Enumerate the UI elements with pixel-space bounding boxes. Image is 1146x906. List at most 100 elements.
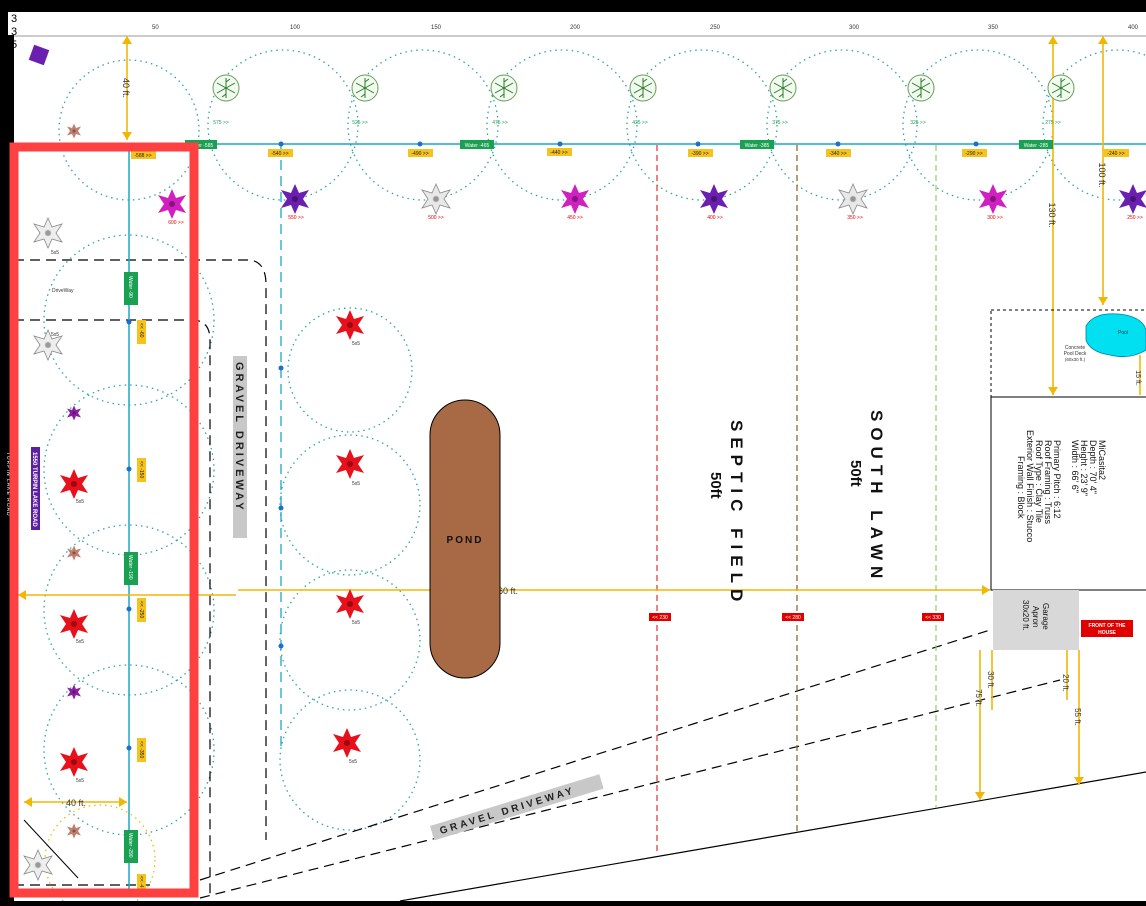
sprinkler-head[interactable]	[126, 466, 132, 472]
zone-tag[interactable]	[268, 149, 293, 157]
water-tag[interactable]	[1019, 140, 1053, 149]
sprinkler-head[interactable]	[973, 141, 979, 147]
house-spec-framing: Framing : Block	[1016, 456, 1026, 519]
plant-number: 400 >>	[707, 215, 723, 221]
tree-icon[interactable]	[490, 74, 518, 102]
zone-tag[interactable]	[137, 458, 146, 482]
coverage-number: 325 >>	[910, 120, 926, 126]
sprinkler-head[interactable]	[278, 643, 284, 649]
dim-label-75: 75 ft.	[974, 689, 983, 707]
red-zone-tag[interactable]	[782, 613, 804, 621]
arrowhead	[18, 590, 26, 600]
house-spec-pitch: Primary Pitch : 6:12	[1052, 440, 1062, 519]
zone-tag-label: << -350	[138, 741, 144, 758]
dim-label-15: 15 ft.	[1134, 370, 1141, 386]
garage-apron-label: Garage Apron 30x20 ft.	[1021, 600, 1050, 631]
sprinkler-head[interactable]	[126, 606, 132, 612]
tree-icon[interactable]	[1047, 74, 1075, 102]
garage-label-2: Apron	[1031, 606, 1040, 627]
zone-tag[interactable]	[408, 149, 433, 157]
zone-tag[interactable]	[1104, 149, 1129, 157]
plant-number: 350 >>	[847, 215, 863, 221]
garage-apron[interactable]	[993, 590, 1079, 650]
house-footprint[interactable]	[990, 396, 1146, 591]
zone-tag[interactable]	[962, 149, 987, 157]
house-spec-width: Width : 66' 6"	[1070, 440, 1080, 493]
sprinkler-head[interactable]	[278, 141, 284, 147]
yellow-tags-vertical: << -60 << -150 << -250 << -350 << -4	[137, 320, 146, 890]
house-spec-height: Height : 23' 9"	[1079, 440, 1089, 496]
zone-tag-label: -490 >>	[411, 151, 428, 157]
zone-tag[interactable]	[137, 320, 146, 344]
pond-shape[interactable]	[429, 399, 501, 679]
garage-label-1: Garage	[1041, 603, 1050, 630]
pool-shape[interactable]	[1085, 313, 1146, 358]
zone-tag[interactable]	[547, 148, 572, 156]
tree-icon[interactable]	[769, 74, 797, 102]
sprinkler-head[interactable]	[278, 505, 284, 511]
ruler-tick: 300	[849, 25, 860, 31]
zone-tag[interactable]	[826, 149, 851, 157]
water-tag[interactable]	[185, 140, 217, 149]
plant-number: 300 >>	[987, 215, 1003, 221]
water-tag-label: Water -285	[1024, 143, 1049, 149]
water-tag-label: Water -385	[745, 143, 770, 149]
driveway-diag-upper	[199, 629, 991, 881]
dim-label-55: 55 ft.	[1073, 708, 1082, 726]
water-tag-label: Water -290	[127, 833, 133, 858]
water-tag[interactable]	[124, 830, 138, 863]
sprinkler-head[interactable]	[126, 745, 132, 751]
sprinkler-head[interactable]	[126, 319, 132, 325]
zone-tag[interactable]	[137, 598, 146, 622]
arrowhead	[122, 36, 132, 44]
red-zone-tag[interactable]	[649, 613, 671, 621]
ruler-tick: 50	[152, 25, 159, 31]
house-spec-roof-type: Roof Type : Clay Tile	[1034, 440, 1044, 523]
plant-number: 450 >>	[567, 215, 583, 221]
zone-tag-label: -440 >>	[550, 150, 567, 156]
house-spec-roof-framing: Roof Framing : Truss	[1043, 440, 1053, 525]
red-zone-tag[interactable]	[922, 613, 944, 621]
tree-icon[interactable]	[212, 74, 240, 102]
shrub-size-label: 5x5	[352, 341, 360, 347]
zone-tag[interactable]	[688, 149, 713, 157]
selection-highlight-box[interactable]	[9, 142, 199, 898]
water-tag-label: Water -90	[127, 276, 133, 298]
coverage-circle	[1042, 49, 1146, 201]
corner-diagonal	[23, 819, 79, 879]
sprinkler-head[interactable]	[278, 365, 284, 371]
sprinkler-head[interactable]	[695, 141, 701, 147]
trees	[212, 74, 1075, 102]
pond-label: POND	[447, 535, 484, 546]
tree-icon[interactable]	[907, 74, 935, 102]
sprinkler-head[interactable]	[835, 141, 841, 147]
house-spec-depth: Depth : 70' 4"	[1088, 440, 1098, 494]
zone-tag[interactable]	[131, 151, 156, 159]
zone-tag[interactable]	[137, 874, 146, 890]
corner-number-3: 5	[11, 39, 17, 51]
pool-deck-outline[interactable]	[990, 309, 1146, 399]
plant-numbers: 550 >> 500 >> 450 >> 400 >> 350 >> 300 >…	[168, 215, 1143, 226]
coverage-number: 525 >>	[352, 120, 368, 126]
zone-tag[interactable]	[137, 738, 146, 762]
water-tag[interactable]	[740, 140, 774, 149]
shrub-size-label: 5x5	[352, 620, 360, 626]
property-line-solid	[399, 771, 1146, 902]
ruler-tick: 150	[431, 25, 442, 31]
south-lawn-label: SOUTH LAWN	[867, 410, 886, 584]
dim-label-20: 20 ft.	[1061, 674, 1070, 692]
water-tag[interactable]	[460, 140, 494, 149]
water-tags: Water -585 Water -465 Water -385 Water -…	[124, 140, 1053, 863]
purple-marker-icon[interactable]	[28, 44, 50, 66]
dim-label-40-bottom: 40 ft.	[66, 798, 86, 808]
pool-deck-label-2: Pool Deck	[1064, 351, 1087, 357]
water-tag[interactable]	[124, 552, 138, 585]
sprinkler-head[interactable]	[557, 141, 563, 147]
sprinkler-head[interactable]	[417, 141, 423, 147]
red-zone-tag-label: << 330	[925, 615, 941, 621]
tree-icon[interactable]	[351, 74, 379, 102]
pool-deck-label-1: Concrete	[1065, 345, 1086, 351]
tree-icon[interactable]	[629, 74, 657, 102]
water-tag[interactable]	[124, 272, 138, 305]
